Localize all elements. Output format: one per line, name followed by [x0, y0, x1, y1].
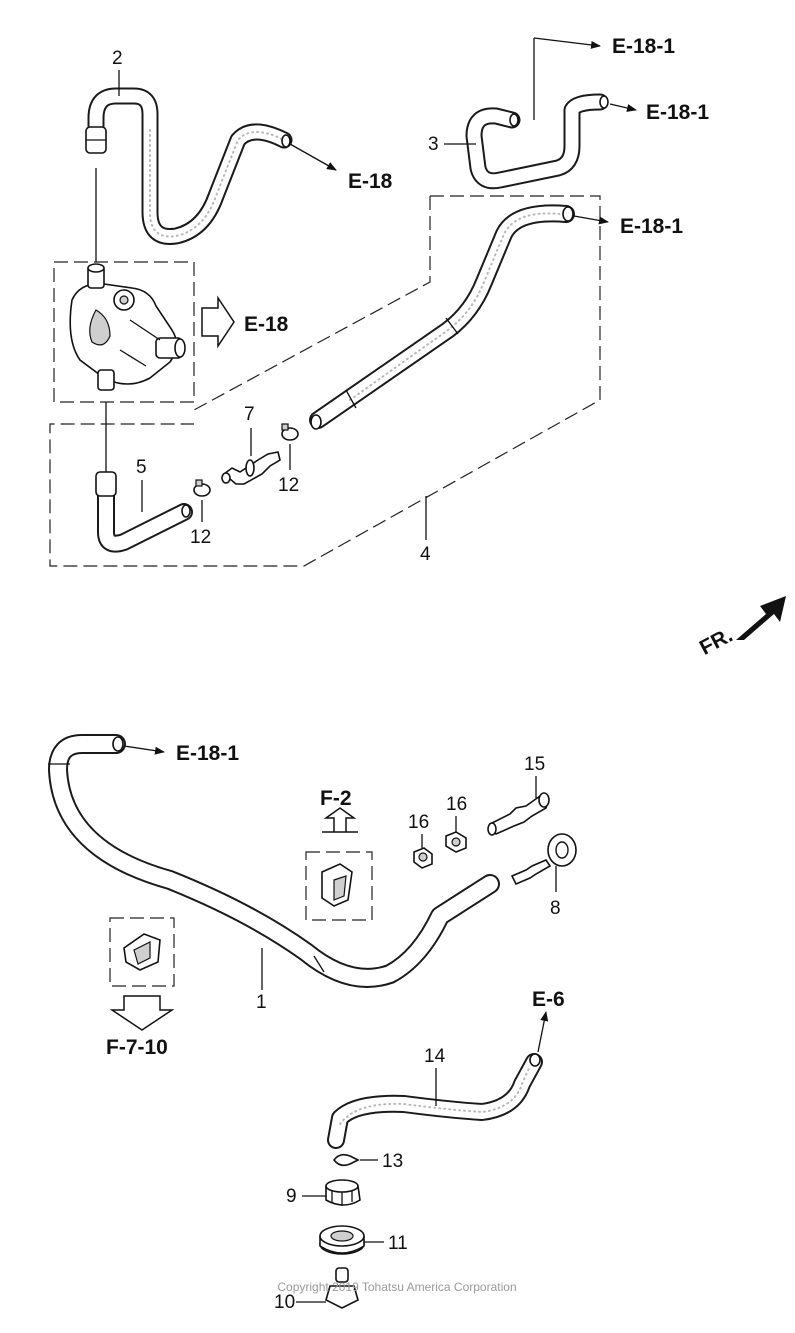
callout-9: 9	[286, 1186, 297, 1207]
nut-16-b	[445, 831, 467, 853]
clamp-12-b	[281, 423, 299, 441]
fitting-8	[510, 833, 577, 886]
callout-15: 15	[524, 754, 545, 775]
clip-f2	[321, 863, 353, 907]
clip-detail-f2	[305, 851, 373, 921]
ref-e18-top: E-18	[348, 170, 393, 193]
callout-14: 14	[424, 1046, 446, 1067]
ref-e18-1-a: E-18-1	[612, 35, 675, 58]
clamp-12-a	[193, 479, 211, 497]
callout-7: 7	[244, 404, 255, 425]
callout-8: 8	[550, 898, 561, 919]
cap-9	[325, 1179, 361, 1206]
assembly-4-outline	[49, 195, 601, 567]
ref-f2: F-2	[320, 787, 352, 810]
arrow-to-e18	[201, 295, 235, 349]
callout-16-a: 16	[408, 812, 429, 833]
clip-detail-f710	[109, 917, 175, 987]
callout-4: 4	[420, 544, 431, 565]
callout-2: 2	[112, 48, 123, 69]
ref-e6: E-6	[532, 988, 565, 1011]
callout-13: 13	[382, 1151, 403, 1172]
ref-e18-1-c: E-18-1	[620, 215, 683, 238]
hose-14	[327, 1053, 543, 1149]
hose-5	[95, 402, 193, 553]
ref-f7-10: F-7-10	[106, 1036, 168, 1059]
callout-5: 5	[136, 457, 147, 478]
fr-label: FR.	[696, 624, 737, 660]
hose-2	[85, 87, 293, 262]
hose-1	[48, 734, 500, 988]
clip-13	[332, 1153, 360, 1167]
connector-7	[221, 451, 281, 485]
seal-11	[319, 1225, 365, 1255]
callout-16-b: 16	[446, 794, 467, 815]
callout-10: 10	[274, 1292, 295, 1313]
fr-direction-indicator: FR.	[696, 596, 786, 660]
pump-detail-box	[53, 261, 195, 403]
ref-e18-pump: E-18	[244, 313, 289, 336]
callout-12-a: 12	[190, 527, 211, 548]
fitting-10	[325, 1267, 359, 1309]
callout-3: 3	[428, 134, 439, 155]
nut-16-a	[413, 847, 433, 869]
fitting-15	[487, 792, 550, 836]
fuel-pump	[69, 263, 186, 391]
callout-1: 1	[256, 992, 267, 1013]
hose-4-long	[309, 204, 575, 430]
copyright-text: Copyright 2019 Tohatsu America Corporati…	[277, 1280, 516, 1294]
ref-e18-1-b: E-18-1	[646, 101, 709, 124]
hose-3	[465, 93, 609, 190]
callout-11: 11	[388, 1233, 408, 1254]
clip-f710	[123, 933, 161, 971]
callout-12-b: 12	[278, 475, 299, 496]
ref-e18-1-d: E-18-1	[176, 742, 239, 765]
